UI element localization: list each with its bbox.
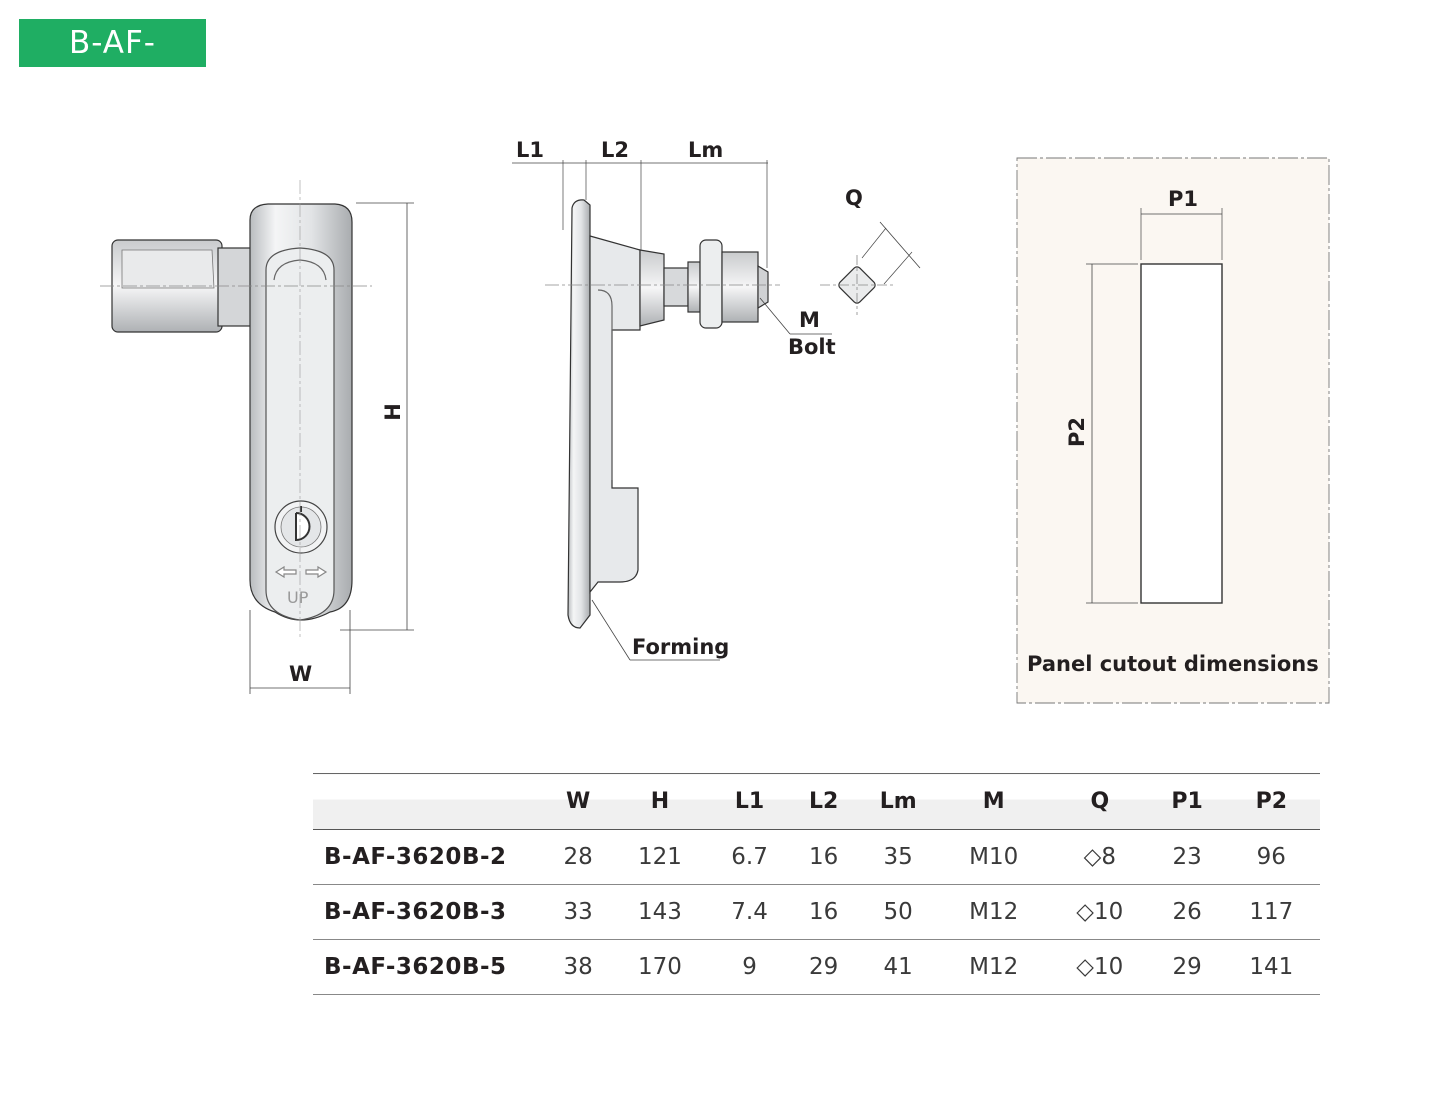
w-label: W xyxy=(289,662,313,686)
table-cell: ◇10 xyxy=(1047,884,1152,940)
lock-up-text: UP xyxy=(287,588,309,607)
hex-nut xyxy=(639,249,665,327)
table-header: P1 xyxy=(1151,773,1223,830)
technical-drawing xyxy=(100,157,1330,704)
table-header: P2 xyxy=(1222,773,1320,830)
table-header: L2 xyxy=(790,773,857,830)
panel-cutout-title: Panel cutout dimensions xyxy=(1027,652,1319,676)
p2-label: P2 xyxy=(1065,416,1090,448)
front-view xyxy=(100,180,414,694)
table-cell: 7.4 xyxy=(708,884,791,940)
table-cell: 141 xyxy=(1222,939,1320,995)
spec-table: W H L1 L2 Lm M Q P1 P2 B-AF-3620B-2 28 1… xyxy=(313,773,1320,995)
table-cell: 117 xyxy=(1222,884,1320,940)
h-label: H xyxy=(380,403,405,421)
table-cell: 38 xyxy=(545,939,612,995)
table-header xyxy=(313,773,545,830)
table-cell-model: B-AF-3620B-2 xyxy=(313,829,545,885)
side-view xyxy=(512,160,921,661)
table-cell: 29 xyxy=(1151,939,1223,995)
q-label: Q xyxy=(845,186,863,210)
table-header: H xyxy=(611,773,709,830)
bolt-label: Bolt xyxy=(788,335,836,359)
panel-cutout xyxy=(1016,157,1330,704)
table-cell: 143 xyxy=(611,884,709,940)
table-header: Q xyxy=(1047,773,1152,830)
table-header: M xyxy=(939,773,1048,830)
table-cell: M12 xyxy=(939,939,1048,995)
table-cell: ◇10 xyxy=(1047,939,1152,995)
cutout-rectangle xyxy=(1140,263,1223,604)
lm-label: Lm xyxy=(688,138,724,162)
table-cell: 29 xyxy=(790,939,857,995)
m-label: M xyxy=(799,308,820,332)
p1-label: P1 xyxy=(1168,187,1199,211)
table-row: B-AF-3620B-2 28 121 6.7 16 35 M10 ◇8 23 … xyxy=(313,829,1320,885)
model-badge: B-AF-3620B xyxy=(19,19,206,109)
table-cell: M12 xyxy=(939,884,1048,940)
table-cell: 26 xyxy=(1151,884,1223,940)
table-header: W xyxy=(545,773,612,830)
forming-label: Forming xyxy=(632,635,730,659)
table-cell: 28 xyxy=(545,829,612,885)
table-cell: 23 xyxy=(1151,829,1223,885)
table-cell: 41 xyxy=(856,939,940,995)
table-header: L1 xyxy=(708,773,791,830)
table-cell: ◇8 xyxy=(1047,829,1152,885)
table-cell: 170 xyxy=(611,939,709,995)
table-cell: 50 xyxy=(856,884,940,940)
table-cell: 35 xyxy=(856,829,940,885)
table-cell: 16 xyxy=(790,884,857,940)
table-cell: M10 xyxy=(939,829,1048,885)
table-cell: 96 xyxy=(1222,829,1320,885)
l2-label: L2 xyxy=(601,138,629,162)
table-cell: 6.7 xyxy=(708,829,791,885)
table-cell: 16 xyxy=(790,829,857,885)
table-cell: 33 xyxy=(545,884,612,940)
table-cell: 121 xyxy=(611,829,709,885)
table-cell-model: B-AF-3620B-3 xyxy=(313,884,545,940)
l1-label: L1 xyxy=(516,138,544,162)
table-row: B-AF-3620B-3 33 143 7.4 16 50 M12 ◇10 26… xyxy=(313,884,1320,940)
table-cell: 9 xyxy=(708,939,791,995)
table-header-row: W H L1 L2 Lm M Q P1 P2 xyxy=(313,773,1320,830)
table-header: Lm xyxy=(856,773,940,830)
table-cell-model: B-AF-3620B-5 xyxy=(313,939,545,995)
flange-plate xyxy=(567,199,591,629)
table-row: B-AF-3620B-5 38 170 9 29 41 M12 ◇10 29 1… xyxy=(313,939,1320,995)
lock-nut xyxy=(721,251,759,323)
